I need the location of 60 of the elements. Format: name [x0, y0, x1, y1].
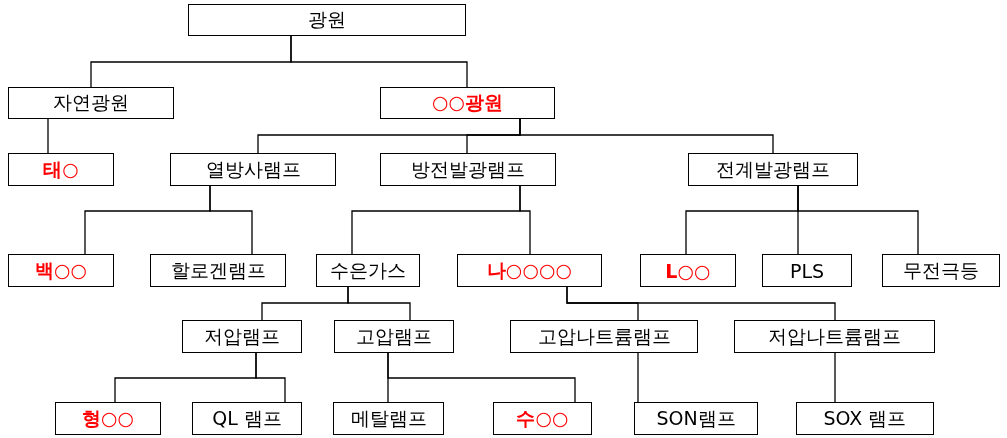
category-box [380, 153, 556, 186]
connector-line [387, 352, 576, 403]
box-label: 수은가스 [330, 257, 406, 283]
category-box [634, 402, 758, 435]
box-label: ○○광원 [431, 90, 504, 115]
box-label: 나○○○○ [486, 257, 573, 283]
box-label: 태○ [43, 156, 79, 182]
category-box [457, 254, 602, 287]
box-label: 백○○ [34, 257, 88, 283]
box-label: 자연광원 [53, 90, 129, 115]
box-label: QL 램프 [212, 405, 282, 431]
category-box [493, 402, 592, 435]
category-box [688, 153, 858, 186]
connector-line [566, 286, 836, 321]
category-box [8, 87, 174, 119]
box-label: 수○○ [516, 405, 569, 431]
connector-line [290, 35, 468, 88]
box-label: 저압램프 [204, 323, 280, 349]
box-label: SOX 램프 [823, 405, 907, 431]
box-label: 메탈램프 [350, 405, 427, 431]
category-box [734, 320, 935, 353]
category-box [380, 87, 555, 119]
category-box [510, 320, 698, 353]
category-box [8, 254, 114, 287]
category-box [640, 254, 736, 287]
category-box [182, 320, 302, 353]
category-box [333, 402, 444, 435]
connector-line [347, 286, 411, 321]
box-label: 저압나트륨램프 [768, 323, 901, 349]
connector-line [797, 185, 919, 255]
connector-line [47, 118, 49, 154]
box-label: L○○ [665, 259, 711, 282]
connector-line [519, 118, 774, 154]
connector-line [519, 185, 531, 255]
box-label: 방전발광램프 [411, 156, 525, 182]
box-label: 열방사램프 [205, 156, 301, 182]
connector-line [255, 352, 286, 403]
category-box [170, 153, 336, 186]
category-box [796, 402, 934, 435]
box-label: 할로겐램프 [170, 257, 266, 283]
category-box [8, 153, 114, 186]
box-label: 전계발광램프 [716, 156, 830, 182]
category-box [882, 254, 1000, 287]
category-box [762, 254, 852, 287]
box-label: 고압램프 [356, 323, 432, 349]
box-label: 고압나트륨램프 [537, 323, 671, 349]
box-label: PLS [789, 259, 825, 282]
connector-line [209, 185, 253, 255]
box-label: SON램프 [656, 405, 736, 431]
box-label: 광원 [308, 7, 346, 32]
category-box [192, 402, 302, 435]
connector-line [834, 352, 836, 403]
category-box [188, 4, 466, 36]
category-box [55, 402, 161, 435]
category-box [316, 254, 420, 287]
category-box [334, 320, 454, 353]
box-label: 무전극등 [903, 257, 979, 283]
box-label: 형○○ [81, 405, 135, 431]
category-box [150, 254, 286, 287]
connector-line [637, 352, 639, 403]
